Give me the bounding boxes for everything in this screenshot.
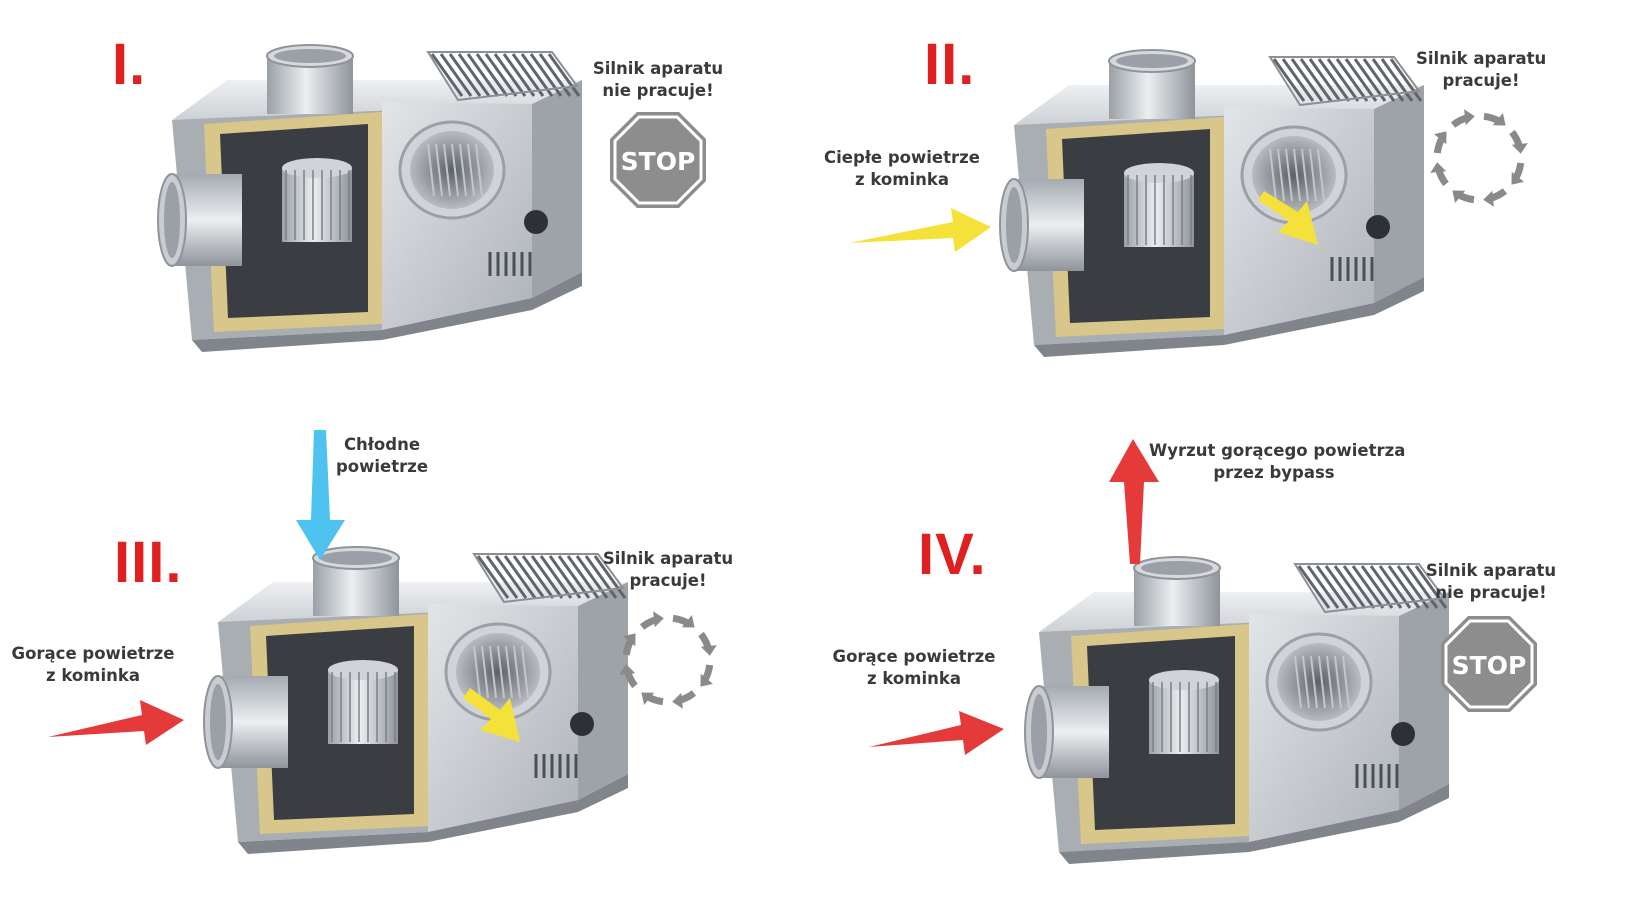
fan-unit-illustration bbox=[203, 546, 628, 854]
motor-status-line: nie pracuje! bbox=[602, 81, 714, 100]
bypass-exhaust-label: Wyrzut gorącego powietrza przez bypass bbox=[1149, 440, 1406, 484]
panel-4: IV. Silnik aparatu nie pracuje! bbox=[821, 439, 1642, 896]
cycle-arrows-icon bbox=[619, 611, 717, 709]
hot-air-line: z kominka bbox=[867, 669, 961, 688]
warm-air-inlet-arrow bbox=[849, 208, 991, 252]
hot-air-label: Gorące powietrze z kominka bbox=[831, 646, 997, 690]
side-inlet-pipe bbox=[999, 178, 1084, 272]
cycle-arrows-icon bbox=[1430, 109, 1528, 207]
panel-numeral: IV. bbox=[918, 522, 987, 587]
fan-drum bbox=[282, 158, 352, 242]
motor-status-line: Silnik aparatu bbox=[1425, 561, 1557, 580]
fan-drum bbox=[1149, 670, 1219, 754]
hot-air-line: Gorące powietrze bbox=[11, 644, 175, 663]
control-knob bbox=[1391, 722, 1415, 746]
side-inlet-pipe bbox=[1024, 685, 1109, 779]
panel-numeral: I. bbox=[112, 32, 147, 97]
stop-sign-icon: STOP bbox=[1441, 616, 1537, 712]
top-pipe bbox=[266, 44, 354, 114]
fan-drum bbox=[1124, 163, 1194, 247]
side-inlet-pipe bbox=[203, 675, 288, 769]
outlet-hole bbox=[398, 120, 506, 220]
panel-numeral: III. bbox=[114, 530, 183, 595]
bypass-exhaust-line: Wyrzut gorącego powietrza bbox=[1149, 441, 1406, 460]
panel-3: III. Silnik aparatu pracuje! bbox=[0, 430, 821, 896]
motor-status-line: nie pracuje! bbox=[1435, 583, 1547, 602]
outlet-hole bbox=[1240, 125, 1348, 225]
hot-air-line: z kominka bbox=[46, 666, 140, 685]
top-vent-grille bbox=[1297, 565, 1448, 609]
top-vent-grille bbox=[1272, 58, 1423, 102]
fan-unit-illustration bbox=[999, 49, 1424, 357]
hot-air-inlet-arrow bbox=[48, 700, 184, 745]
hot-air-label: Gorące powietrze z kominka bbox=[10, 643, 176, 687]
outlet-hole bbox=[1265, 632, 1373, 732]
lower-vent bbox=[534, 754, 578, 778]
hot-air-line: Gorące powietrze bbox=[832, 647, 996, 666]
lower-vent bbox=[1330, 257, 1374, 281]
lower-vent bbox=[1355, 764, 1399, 788]
top-pipe bbox=[1108, 49, 1196, 119]
lower-vent bbox=[488, 252, 532, 276]
bypass-exhaust-line: przez bypass bbox=[1213, 463, 1335, 482]
control-knob bbox=[1366, 215, 1390, 239]
panel-1: I. Silnik aparatu nie pracuje! bbox=[0, 0, 821, 448]
inlet-air-line: Ciepłe powietrze bbox=[824, 148, 980, 167]
cold-air-line: powietrze bbox=[335, 457, 429, 476]
fan-unit-illustration bbox=[1024, 556, 1449, 864]
motor-status-label: Silnik aparatu pracuje! bbox=[1416, 48, 1546, 92]
side-inlet-pipe bbox=[157, 173, 242, 267]
motor-status-label: Silnik aparatu nie pracuje! bbox=[1411, 560, 1571, 604]
inlet-air-label: Ciepłe powietrze z kominka bbox=[821, 147, 983, 191]
control-knob bbox=[524, 210, 548, 234]
inlet-air-line: z kominka bbox=[855, 170, 949, 189]
stop-sign-icon: STOP bbox=[610, 112, 706, 208]
motor-status-line: pracuje! bbox=[1442, 71, 1520, 90]
panel-2: II. Silnik aparatu pracuje! bbox=[821, 0, 1642, 448]
motor-status-line: Silnik aparatu bbox=[592, 59, 724, 78]
motor-status-label: Silnik aparatu nie pracuje! bbox=[578, 58, 738, 102]
top-pipe bbox=[312, 546, 400, 616]
fan-unit-illustration bbox=[157, 44, 582, 352]
motor-status-line: Silnik aparatu bbox=[602, 549, 734, 568]
top-pipe bbox=[1133, 556, 1221, 626]
motor-status-line: pracuje! bbox=[629, 571, 707, 590]
stop-sign-text: STOP bbox=[1452, 651, 1527, 680]
cold-air-line: Chłodne bbox=[343, 435, 421, 454]
fan-drum bbox=[328, 660, 398, 744]
outlet-hole bbox=[444, 622, 552, 722]
control-knob bbox=[570, 712, 594, 736]
motor-status-label: Silnik aparatu pracuje! bbox=[588, 548, 748, 592]
hot-air-inlet-arrow bbox=[869, 711, 1004, 755]
top-vent-grille bbox=[476, 555, 627, 599]
panel-numeral: II. bbox=[924, 32, 976, 97]
motor-status-line: Silnik aparatu bbox=[1416, 49, 1547, 68]
stop-sign-text: STOP bbox=[621, 147, 696, 176]
cold-air-label: Chłodne powietrze bbox=[322, 434, 442, 478]
